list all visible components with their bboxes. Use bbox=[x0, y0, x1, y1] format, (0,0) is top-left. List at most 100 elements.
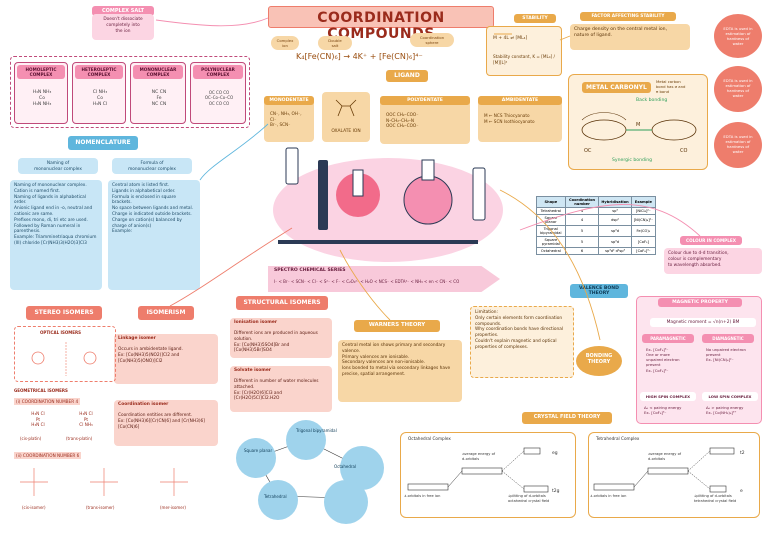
factor-text: Charge density on the central metal ion,… bbox=[570, 24, 690, 50]
complex-type-mononuclear: MONONUCLEAR COMPLEX NC CN Fe NC CN bbox=[130, 62, 186, 124]
ligand-type-title: MONODENTATE bbox=[264, 96, 314, 105]
nomenclature-left-text: Naming of mononuclear complex. Cation is… bbox=[10, 180, 102, 290]
factor-title: FACTOR AFFECTING STABILITY bbox=[580, 12, 676, 21]
table-cell: 6 bbox=[564, 247, 600, 255]
trans-isomer-label: (trans-isomer) bbox=[86, 505, 115, 510]
table-cell: 5 bbox=[564, 236, 600, 248]
colour-text: Colour due to d-d transition, colour is … bbox=[664, 248, 762, 274]
low-spin-text: Δ₀ > pairing energy Ex- [Co(NH₃)₆]³⁺ bbox=[706, 405, 744, 416]
structural-isomer-coordination: Coordination isomer Coordination entitie… bbox=[114, 400, 218, 446]
eq-ann-complex-ion: Complex ion bbox=[271, 36, 299, 50]
cft-tet-free: d-orbitals in free ion bbox=[590, 494, 627, 498]
cis-isomer-label: (cis-isomer) bbox=[22, 505, 46, 510]
edta-note-1: EDTA is used in estimation of hardness o… bbox=[714, 14, 762, 58]
lab-illustration bbox=[273, 147, 503, 262]
eq-ann-coord-sphere: Coordination sphere bbox=[410, 33, 454, 47]
ligand-monodentate: MONODENTATE CN⁻, NH₃, OH⁻, Cl⁻ Br⁻, SCN⁻ bbox=[264, 96, 314, 142]
table-cell: 5 bbox=[564, 225, 600, 237]
table-cell: dsp² bbox=[598, 214, 632, 226]
bonding-theory-title: BONDING THEORY bbox=[576, 346, 622, 376]
isomerism-title: ISOMERISM bbox=[138, 306, 194, 320]
shape-label-tetrahedral: Tetrahedral bbox=[263, 494, 287, 499]
isomer-text: Different ions are produced in aqueous s… bbox=[234, 331, 318, 354]
orbital-label-oc: OC bbox=[584, 148, 592, 154]
optical-isomers-box bbox=[14, 326, 116, 382]
table-cell: 4 bbox=[564, 207, 600, 215]
complex-type-title: MONONUCLEAR COMPLEX bbox=[133, 65, 183, 79]
spectro-title: SPECTRO CHEMICAL SERIES bbox=[274, 268, 346, 273]
structural-isomer-ionisation: Ionisation isomer Different ions are pro… bbox=[230, 318, 332, 358]
cft-label-t2: t2 bbox=[740, 450, 745, 456]
complex-type-polynuclear: POLYNUCLEAR COMPLEX OC CO CO OC–Co–Co–CO… bbox=[190, 62, 246, 124]
complex-type-title: HOMOLEPTIC COMPLEX bbox=[17, 65, 65, 79]
cft-oct-free: d-orbitals in free ion bbox=[404, 494, 441, 498]
structural-isomer-linkage: Linkage isomer Occurs in ambidentate lig… bbox=[114, 334, 218, 384]
table-cell: [Ni(CN)₄]²⁻ bbox=[630, 214, 657, 226]
cn6-title: (ii) COORDINATION NUMBER 6 bbox=[14, 452, 82, 459]
ligand-type-text: CN⁻, NH₃, OH⁻, Cl⁻ Br⁻, SCN⁻ bbox=[270, 111, 302, 128]
metal-carbonyl-title: METAL CARBONYL bbox=[582, 82, 651, 93]
isomer-heading: Coordination isomer bbox=[118, 402, 169, 407]
ligand-ambidentate: AMBIDENTATE M ← NCS Thiocyanato M ← SCN … bbox=[478, 96, 562, 142]
table-cell: Tetrahedral bbox=[536, 207, 566, 215]
table-cell: Octahedral bbox=[536, 247, 566, 255]
cft-tetrahedral-panel bbox=[588, 432, 760, 518]
complex-types-row bbox=[10, 56, 250, 128]
isomer-text: Occurs in ambidentate ligand. Ex: [Co(NH… bbox=[118, 347, 183, 364]
oxalate-structure bbox=[335, 99, 357, 117]
isomer-text: Different in number of water molecules a… bbox=[234, 379, 319, 402]
cn6-structures bbox=[20, 468, 188, 496]
limitation-text: Limitation: Only certain elements form c… bbox=[470, 306, 574, 378]
ligand-title: LIGAND bbox=[386, 70, 428, 82]
paramagnetic-text: Ex- [CoF₆]³⁻ One or more unpaired electr… bbox=[646, 347, 680, 373]
synergic-bonding-label: Synergic bonding bbox=[612, 158, 653, 163]
cft-oct-avg: Average energy of d-orbitals bbox=[462, 452, 496, 461]
table-cell: sp³d bbox=[598, 225, 632, 237]
low-spin-title: LOW SPIN COMPLEX bbox=[702, 392, 758, 401]
high-spin-title: HIGH SPIN COMPLEX bbox=[640, 392, 696, 401]
cft-tet-avg: Average energy of d-orbitals bbox=[648, 452, 682, 461]
ligand-type-text: M ← NCS Thiocyanato M ← SCN Isothiocyana… bbox=[484, 113, 535, 124]
magnetic-formula: Magnetic moment = √n(n+2) BM bbox=[650, 318, 756, 327]
stability-title: STABILITY bbox=[514, 14, 556, 23]
cisplatin-label: (cis-platin) bbox=[20, 436, 42, 441]
mer-isomer-label: (mer-isomer) bbox=[160, 505, 186, 510]
shape-label-square-planar: Square planar bbox=[244, 448, 272, 453]
optical-isomers-title: OPTICAL ISOMERS bbox=[40, 330, 81, 335]
cft-tetrahedral-diagram: t2 e bbox=[593, 447, 745, 494]
complex-type-title: POLYNUCLEAR COMPLEX bbox=[193, 65, 243, 79]
ligand-didentate: OXALATE ION bbox=[322, 92, 370, 142]
cft-label-eg: eg bbox=[552, 451, 558, 456]
shapes-diagram: Square planar Trigonal bipyramidal Tetra… bbox=[236, 420, 384, 524]
vbt-title: VALENCE BOND THEORY bbox=[570, 284, 628, 298]
high-spin-text: Δ₀ < pairing energy Ex- [CoF₆]³⁻ bbox=[644, 405, 682, 416]
magnetic-box bbox=[636, 296, 762, 424]
ligand-type-text: OOC CH₂–COO⁻ N–CH₂–CH₂–N OOC CH₂–COO⁻ bbox=[386, 112, 419, 129]
ligand-type-text: OXALATE ION bbox=[331, 129, 361, 134]
table-cell: Trigonal bipyramidal bbox=[536, 225, 566, 237]
table-cell: Fe(CO)₅ bbox=[630, 225, 657, 237]
nomenclature-right-text: Central atom is listed first. Ligands in… bbox=[108, 180, 200, 290]
vbt-col-header: Shape bbox=[536, 196, 566, 208]
vbt-table-header: Shape Coordination number Hybridisation … bbox=[536, 196, 657, 208]
diamagnetic-title: DIAMAGNETIC bbox=[702, 334, 754, 343]
vbt-col-header: Example bbox=[630, 196, 657, 208]
table-cell: [NiCl₄]²⁻ bbox=[630, 207, 657, 215]
orbital-label-m: M bbox=[636, 122, 640, 128]
metal-carbonyl-note: Metal carbon bond has σ and π bond bbox=[656, 79, 686, 95]
back-bonding-label: Back bonding bbox=[636, 98, 668, 103]
stability-eq2: Stability constant, K = [ML₄] / [M][L]⁴ bbox=[493, 54, 555, 65]
werner-text: Central metal ion shows primary and seco… bbox=[338, 340, 462, 402]
vbt-table: Shape Coordination number Hybridisation … bbox=[536, 196, 657, 255]
vbt-col-header: Hybridisation bbox=[598, 196, 632, 208]
cft-label-e: e bbox=[740, 489, 743, 494]
nomenclature-left-sub: Naming of mononuclear complex bbox=[18, 158, 98, 174]
table-cell: Square pyramidal bbox=[536, 236, 566, 248]
spectro-text: I⁻ < Br⁻ < SCN⁻ < Cl⁻ < S²⁻ < F⁻ < C₂O₄²… bbox=[274, 279, 460, 284]
complex-salt-title: COMPLEX SALT bbox=[92, 6, 154, 16]
cft-tet-split: Splitting of d-orbitals tetrahedral crys… bbox=[694, 494, 737, 503]
colour-title: COLOUR IN COMPLEX bbox=[680, 236, 742, 245]
